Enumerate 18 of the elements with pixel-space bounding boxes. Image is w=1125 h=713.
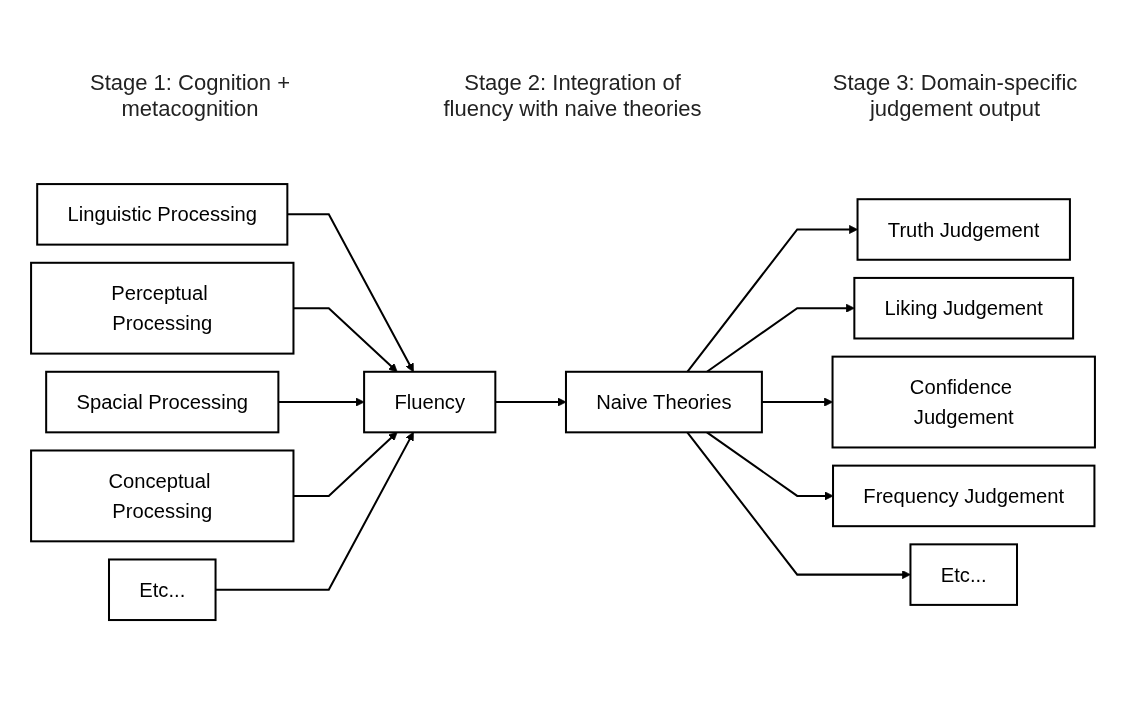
node-box: Spacial Processing <box>44 370 279 434</box>
node-box: Naive Theories <box>564 370 763 434</box>
node-box: Perceptual Processing <box>29 261 294 355</box>
node-box: Frequency Judgement <box>831 464 1095 528</box>
node-box: Confidence Judgement <box>831 355 1096 449</box>
node-box: Etc... <box>908 543 1018 606</box>
node-box: Conceptual Processing <box>29 449 294 543</box>
node-box: Fluency <box>362 370 496 434</box>
node-box: Etc... <box>107 558 217 621</box>
node-box: Liking Judgement <box>852 276 1074 340</box>
node-box: Linguistic Processing <box>35 183 288 246</box>
stage-heading: Stage 3: Domain-specific judgement output <box>831 70 1079 122</box>
stage-heading: Stage 2: Integration of fluency with naive theories <box>442 70 703 122</box>
arrow <box>277 397 364 407</box>
arrow <box>494 397 566 407</box>
stage-heading: Stage 1: Cognition + metacognition <box>89 70 291 122</box>
node-box: Truth Judgement <box>856 198 1071 261</box>
arrow <box>761 397 833 407</box>
